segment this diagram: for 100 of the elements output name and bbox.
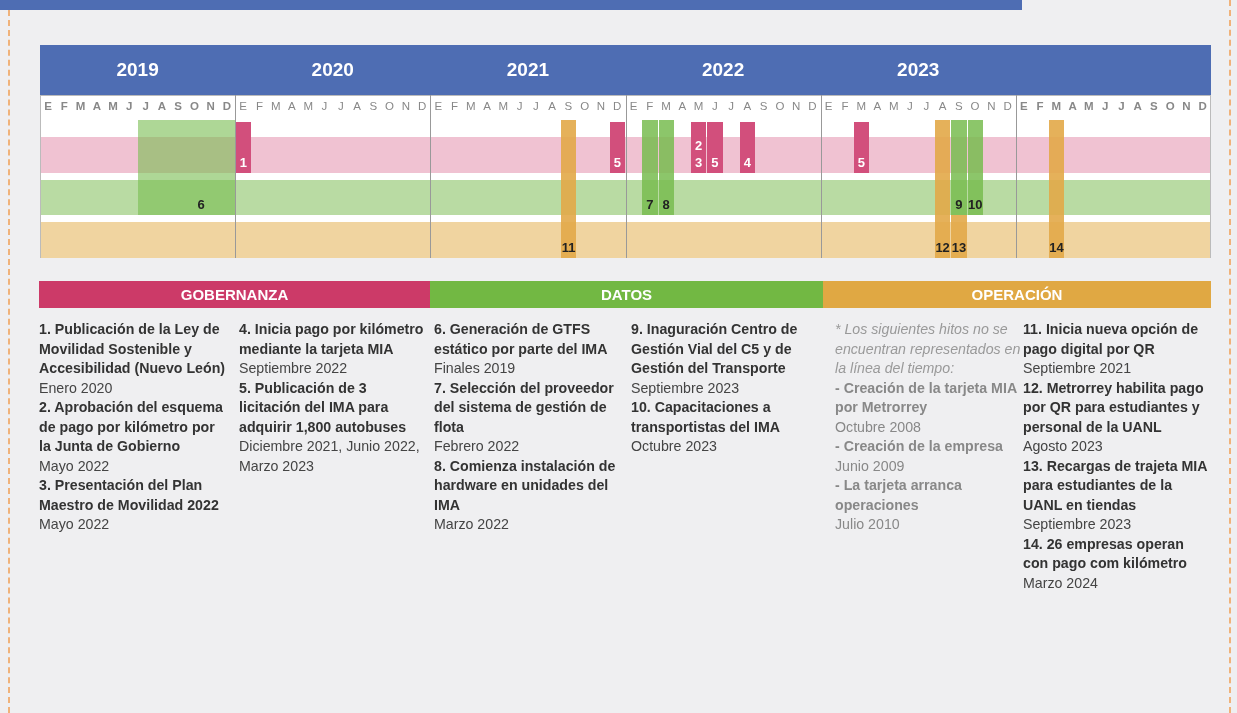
month-initial: D — [416, 100, 428, 112]
month-initial: F — [840, 100, 850, 112]
milestone-number: 11 — [561, 239, 576, 256]
month-initial: E — [628, 100, 639, 112]
month-initial: A — [1132, 100, 1143, 112]
milestone-date: Junio 2009 — [835, 456, 906, 476]
month-initial: M — [855, 100, 867, 112]
month-initial: A — [482, 100, 492, 112]
month-initial: D — [1197, 100, 1208, 112]
milestone-title: 6. Generación de GTFS estático por parte del IMA — [434, 320, 609, 359]
month-initial: M — [887, 100, 900, 112]
year-label: 2023 — [897, 59, 940, 81]
month-initial: E — [823, 100, 834, 112]
milestone-number: 8 — [662, 196, 670, 213]
month-initial: S — [1149, 100, 1159, 112]
month-initial: M — [269, 100, 282, 112]
milestone-title: 14. 26 empresas operan con pago com kilómetro — [1023, 534, 1188, 573]
milestone-title: - La tarjeta arranca operaciones — [835, 476, 963, 515]
month-initial: O — [384, 100, 395, 112]
month-initial: F — [450, 100, 460, 112]
month-initial: S — [563, 100, 574, 112]
year-label: 2019 — [116, 59, 159, 81]
year-label: 2021 — [506, 59, 550, 81]
month-initial: J — [1117, 100, 1126, 112]
month-initial: J — [727, 100, 735, 112]
milestone-title: 8. Comienza instalación de hardware en unidades del IMA — [434, 456, 617, 515]
milestone-number: 5 — [711, 154, 719, 171]
milestone-date: Octubre 2023 — [631, 437, 718, 456]
milestone-title: - Creación de la empresa — [835, 437, 1004, 456]
milestone-number: 10 — [967, 196, 983, 213]
milestone-date: Septiembre 2022 — [239, 359, 349, 378]
month-initial: S — [758, 100, 769, 112]
milestone-date: Marzo 2022 — [434, 515, 510, 534]
month-initial: N — [986, 100, 997, 112]
month-initial: M — [497, 100, 510, 112]
milestone-date: Enero 2020 — [39, 378, 114, 398]
month-initial: S — [173, 100, 183, 112]
milestone-date: Julio 2010 — [835, 515, 901, 534]
month-initial: M — [1050, 100, 1063, 112]
month-initial: M — [107, 100, 119, 112]
month-initial: F — [254, 100, 264, 112]
milestone-date: Marzo 2024 — [1023, 573, 1099, 593]
milestone-number: 5 — [857, 154, 865, 171]
month-initial: F — [1035, 100, 1045, 112]
month-initial: A — [287, 100, 297, 112]
milestone-title: - Creación de la tarjeta MIA por Metrorrey — [835, 378, 1018, 417]
month-initial: A — [1067, 100, 1078, 112]
year-label: 2022 — [701, 59, 745, 81]
category-header-bar: OPERACIÓN — [823, 281, 1211, 308]
milestone-date: Mayo 2022 — [39, 515, 111, 534]
milestone-date: Febrero 2022 — [434, 437, 521, 456]
month-initial: N — [595, 100, 607, 112]
month-initial: M — [692, 100, 705, 112]
milestone-number: 1 — [239, 154, 247, 171]
milestone-number: 3 — [695, 154, 703, 171]
milestone-number: 13 — [951, 239, 967, 256]
milestone-date: Septiembre 2023 — [1023, 515, 1133, 534]
milestone-date: Agosto 2023 — [1023, 437, 1104, 456]
month-initial: E — [433, 100, 444, 112]
milestone-number: 6 — [197, 196, 205, 213]
month-initial: O — [774, 100, 786, 112]
month-initial: D — [807, 100, 818, 112]
month-initial: J — [532, 100, 540, 112]
month-initial: D — [221, 100, 233, 112]
category-header-bar: GOBERNANZA — [39, 281, 430, 308]
milestone-number: 7 — [646, 196, 654, 213]
month-initial: O — [969, 100, 981, 112]
milestone-date: Finales 2019 — [434, 359, 517, 378]
milestone-number: 2 — [695, 137, 703, 154]
month-initial: O — [188, 100, 200, 112]
milestone-title: 5. Publicación de 3 licitación del IMA para adquirir 1,800 autobuses — [239, 378, 408, 437]
month-initial: E — [1019, 100, 1029, 112]
month-initial: A — [547, 100, 557, 112]
month-initial: A — [742, 100, 753, 112]
month-initial: E — [238, 100, 248, 112]
month-initial: N — [1181, 100, 1192, 112]
milestone-number: 5 — [613, 154, 621, 171]
month-initial: A — [937, 100, 948, 112]
month-initial: A — [91, 100, 102, 112]
category-header-bar: DATOS — [430, 281, 823, 308]
milestone-title: 10. Capacitaciones a transportistas del IMA — [631, 398, 781, 437]
month-initial: J — [1100, 100, 1110, 112]
month-initial: A — [677, 100, 688, 112]
milestone-number: 9 — [955, 196, 963, 213]
milestone-title: 1. Publicación de la Ley de Movilidad Sostenible y Accesibilidad (Nuevo León) — [39, 320, 227, 378]
month-initial: N — [790, 100, 802, 112]
month-initial: J — [141, 100, 150, 112]
month-initial: M — [302, 100, 314, 112]
month-initial: J — [710, 100, 719, 112]
month-initial: A — [872, 100, 883, 112]
month-initial: O — [579, 100, 591, 112]
milestone-number: 14 — [1049, 239, 1064, 256]
milestone-date: Mayo 2022 — [39, 456, 111, 476]
milestone-date: Septiembre 2023 — [631, 378, 741, 398]
milestone-title: 7. Selección del proveedor del sistema de gestión de flota — [434, 378, 615, 437]
month-initial: A — [352, 100, 362, 112]
milestone-number: 12 — [935, 239, 950, 256]
month-initial: N — [400, 100, 411, 112]
milestone-date: Diciembre 2021, Junio 2022, Marzo 2023 — [239, 437, 421, 476]
milestone-title: 13. Recargas de trajeta MIA para estudiantes de la UANL en tiendas — [1023, 456, 1208, 515]
